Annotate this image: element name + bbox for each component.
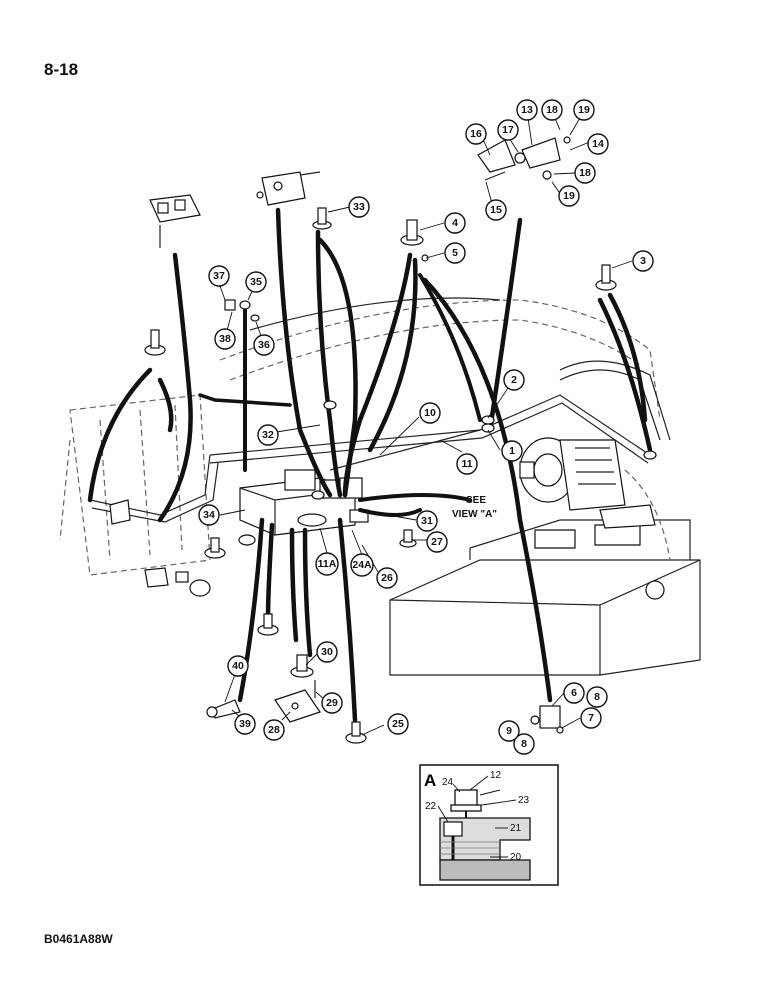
callout-32: 32 xyxy=(257,424,279,446)
callout-28: 28 xyxy=(263,719,285,741)
detail-label-22: 22 xyxy=(425,801,437,812)
callout-4: 4 xyxy=(444,212,466,234)
callout-15: 15 xyxy=(485,199,507,221)
svg-text:25: 25 xyxy=(392,718,404,730)
svg-text:19: 19 xyxy=(578,104,590,116)
callout-31: 31 xyxy=(416,510,438,532)
callout-19-upper: 19 xyxy=(573,99,595,121)
callout-8-lower: 8 xyxy=(513,733,535,755)
callout-35: 35 xyxy=(245,271,267,293)
svg-text:30: 30 xyxy=(321,646,333,658)
svg-text:40: 40 xyxy=(232,660,244,672)
svg-text:28: 28 xyxy=(268,724,280,736)
callout-29: 29 xyxy=(321,692,343,714)
svg-text:36: 36 xyxy=(258,339,270,351)
svg-text:35: 35 xyxy=(250,276,262,288)
page-number: 8-18 xyxy=(44,60,79,79)
detail-label-21: 21 xyxy=(510,823,522,834)
hoses xyxy=(87,207,653,723)
detail-label-20: 20 xyxy=(510,852,522,863)
svg-text:14: 14 xyxy=(592,138,604,150)
callout-10: 10 xyxy=(419,402,441,424)
callout-9: 9 xyxy=(498,720,520,742)
svg-text:31: 31 xyxy=(421,515,433,527)
callouts: 1 2 3 4 5 6 7 8 8 9 10 11 11A 13 14 15 1… xyxy=(198,99,654,755)
detail-title: A xyxy=(424,771,436,790)
callout-36: 36 xyxy=(253,334,275,356)
callout-11: 11 xyxy=(456,453,478,475)
svg-text:9: 9 xyxy=(506,725,512,737)
callout-39: 39 xyxy=(234,713,256,735)
svg-text:2: 2 xyxy=(511,374,517,386)
callout-11a: 11A xyxy=(315,552,339,576)
callout-14: 14 xyxy=(587,133,609,155)
fittings xyxy=(109,136,657,744)
detail-view-a: A 24 12 23 22 21 20 xyxy=(419,764,559,886)
detail-label-24: 24 xyxy=(442,777,454,788)
svg-text:15: 15 xyxy=(490,204,502,216)
svg-text:4: 4 xyxy=(452,217,458,229)
svg-text:32: 32 xyxy=(262,429,274,441)
svg-text:16: 16 xyxy=(470,128,482,140)
svg-text:39: 39 xyxy=(239,718,251,730)
svg-text:1: 1 xyxy=(509,445,515,457)
svg-text:18: 18 xyxy=(546,104,558,116)
svg-text:13: 13 xyxy=(521,104,533,116)
callout-19-lower: 19 xyxy=(558,185,580,207)
callout-26: 26 xyxy=(376,567,398,589)
see-view-line2: VIEW "A" xyxy=(452,509,497,520)
svg-text:38: 38 xyxy=(219,333,231,345)
callout-40: 40 xyxy=(227,655,249,677)
callout-5: 5 xyxy=(444,242,466,264)
detail-label-12: 12 xyxy=(490,770,502,781)
callout-27: 27 xyxy=(426,531,448,553)
see-view-a-note: SEE VIEW "A" xyxy=(452,495,497,520)
svg-text:17: 17 xyxy=(502,124,514,136)
svg-text:24A: 24A xyxy=(352,559,372,571)
svg-text:26: 26 xyxy=(381,572,393,584)
svg-text:10: 10 xyxy=(424,407,436,419)
svg-text:34: 34 xyxy=(203,509,215,521)
svg-text:6: 6 xyxy=(571,687,577,699)
svg-text:29: 29 xyxy=(326,697,338,709)
svg-text:3: 3 xyxy=(640,255,646,267)
callout-38: 38 xyxy=(214,328,236,350)
callout-3: 3 xyxy=(632,250,654,272)
svg-text:7: 7 xyxy=(588,712,594,724)
callout-30: 30 xyxy=(316,641,338,663)
svg-text:11: 11 xyxy=(461,458,472,470)
callout-16: 16 xyxy=(465,123,487,145)
svg-text:8: 8 xyxy=(594,691,600,703)
callout-2: 2 xyxy=(503,369,525,391)
machine-frame-sketch xyxy=(59,297,701,676)
svg-text:11A: 11A xyxy=(318,558,337,570)
svg-text:19: 19 xyxy=(563,190,575,202)
svg-text:18: 18 xyxy=(579,167,591,179)
callout-24a: 24A xyxy=(350,553,374,577)
callout-6: 6 xyxy=(563,682,585,704)
svg-text:5: 5 xyxy=(452,247,458,259)
svg-text:33: 33 xyxy=(353,201,365,213)
callout-13: 13 xyxy=(516,99,538,121)
figure-code: B0461A88W xyxy=(44,932,113,946)
callout-1: 1 xyxy=(501,440,523,462)
callout-34: 34 xyxy=(198,504,220,526)
callout-33: 33 xyxy=(348,196,370,218)
callout-17: 17 xyxy=(497,119,519,141)
svg-text:8: 8 xyxy=(521,738,527,750)
callout-25: 25 xyxy=(387,713,409,735)
callout-8-upper: 8 xyxy=(586,686,608,708)
callout-18-lower: 18 xyxy=(574,162,596,184)
hydraulic-pump xyxy=(519,437,671,561)
callout-18-upper: 18 xyxy=(541,99,563,121)
svg-text:27: 27 xyxy=(431,536,443,548)
callout-37: 37 xyxy=(208,265,230,287)
detail-label-23: 23 xyxy=(518,795,530,806)
svg-text:37: 37 xyxy=(213,270,225,282)
callout-7: 7 xyxy=(580,707,602,729)
see-view-line1: SEE xyxy=(466,495,486,506)
